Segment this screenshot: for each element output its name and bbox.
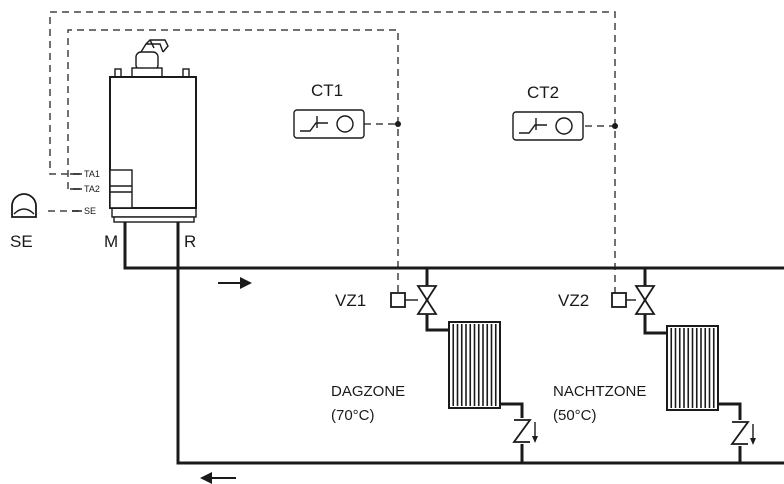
zone-name-nachtzone: NACHTZONE <box>553 383 646 400</box>
return-flow-arrow-icon <box>200 472 236 484</box>
junction-ct2 <box>612 123 618 129</box>
return-pipe <box>176 222 784 465</box>
supply-pipe <box>123 222 784 270</box>
check-valve-icon <box>730 420 756 446</box>
sensor-label-se: SE <box>10 232 33 251</box>
valve-icon <box>416 285 438 315</box>
zone-valve-vz1: VZ1 <box>335 285 438 315</box>
valve-label-vz2: VZ2 <box>558 291 589 310</box>
outlet-label-m: M <box>104 232 118 251</box>
thermostat-ct2: CT2 <box>512 83 584 141</box>
boiler: TA1 TA2 SE M R <box>70 39 197 251</box>
zone-temperature-nachtzone: (50°C) <box>553 407 597 424</box>
wire-ta2-ct1-vz1 <box>67 29 399 293</box>
control-wiring <box>48 11 618 293</box>
thermostat-ct1: CT1 <box>293 81 365 139</box>
check-valve-icon <box>512 418 538 444</box>
outdoor-sensor-icon <box>11 193 37 218</box>
wire-ta1-ct2-vz2 <box>49 11 616 293</box>
thermostat-label-ct1: CT1 <box>311 81 343 100</box>
radiator-dagzone <box>448 321 501 409</box>
zone-temperature-dagzone: (70°C) <box>331 407 375 424</box>
flue-icon <box>131 39 169 78</box>
thermostat-label-ct2: CT2 <box>527 83 559 102</box>
zone2-supply-branch <box>643 268 667 335</box>
valve-icon <box>634 285 656 315</box>
supply-flow-arrow-icon <box>218 277 252 289</box>
terminal-label-ta1: TA1 <box>84 169 100 179</box>
zone-valve-vz2: VZ2 <box>558 285 656 315</box>
zone-name-dagzone: DAGZONE <box>331 383 405 400</box>
return-valve-zone1 <box>512 418 538 444</box>
valve-label-vz1: VZ1 <box>335 291 366 310</box>
terminal-box <box>109 169 133 209</box>
outdoor-sensor: SE <box>10 193 37 251</box>
return-label-r: R <box>184 232 196 251</box>
return-valve-zone2 <box>730 420 756 446</box>
zone1-supply-branch <box>425 268 449 332</box>
terminal-label-ta2: TA2 <box>84 184 100 194</box>
radiator-nachtzone <box>666 325 719 411</box>
terminal-label-se: SE <box>84 206 96 216</box>
junction-ct1 <box>395 121 401 127</box>
